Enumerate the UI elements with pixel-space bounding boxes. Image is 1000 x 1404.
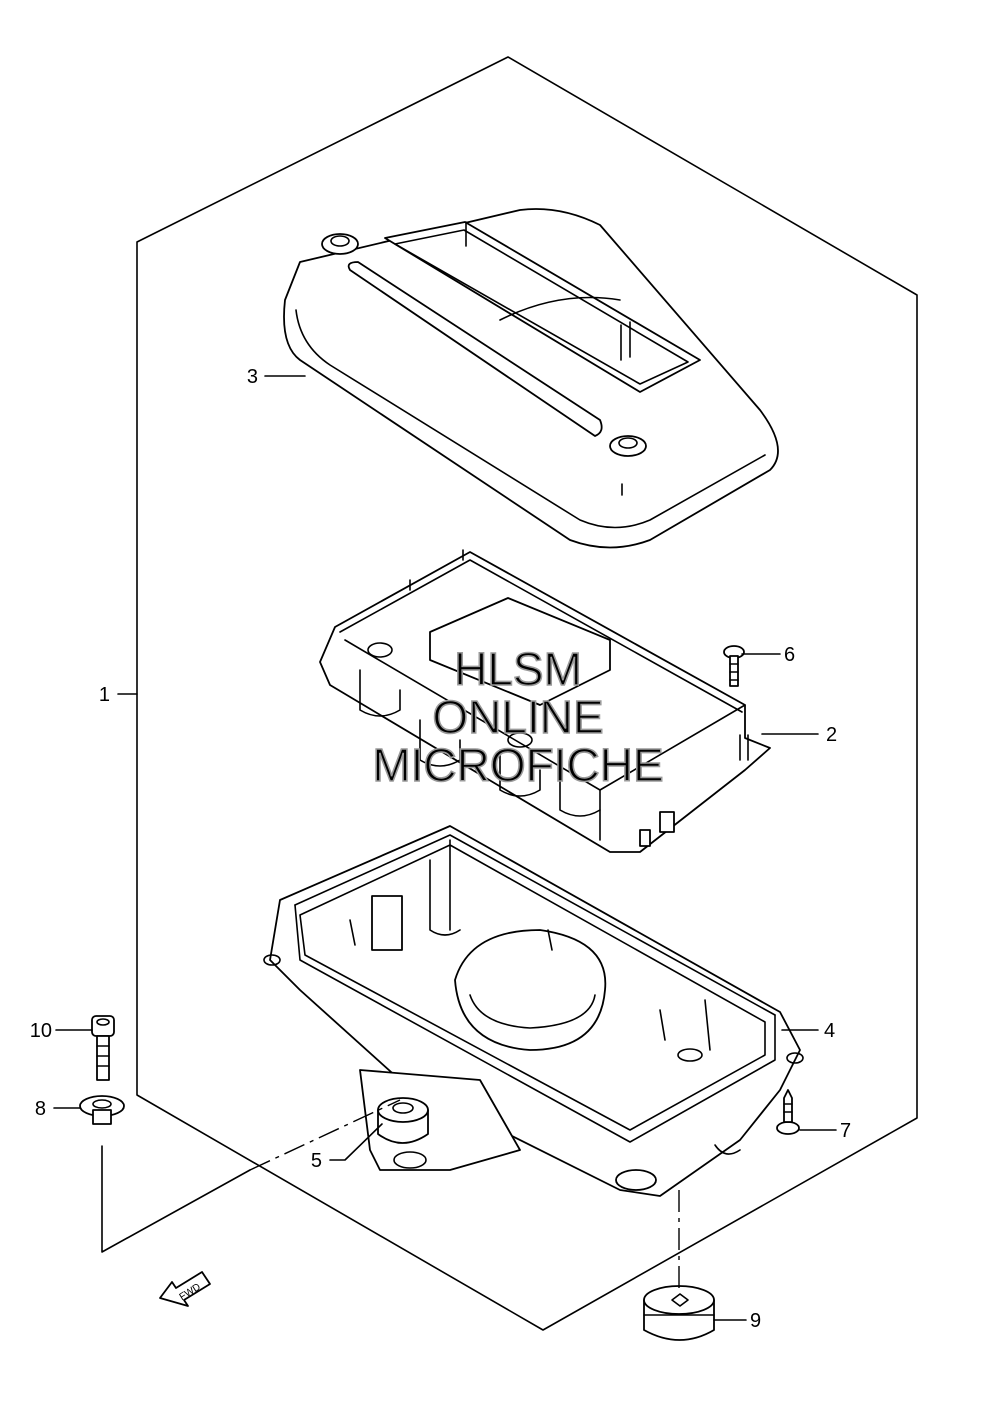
meter-assembly-part-2 [319, 549, 771, 853]
callout-7: 7 [840, 1120, 851, 1142]
watermark-line3: MICROFICHE [372, 739, 663, 791]
cushion-part-9 [643, 1285, 715, 1341]
callout-5: 5 [311, 1150, 322, 1172]
callout-1: 1 [99, 684, 110, 706]
lower-case-part-4 [263, 825, 804, 1197]
fwd-arrow-icon: FWD [159, 1271, 211, 1307]
callout-8: 8 [35, 1098, 46, 1120]
assembly-boundary [136, 56, 918, 1331]
screw-part-6 [723, 645, 745, 687]
bolt-part-10 [91, 1015, 115, 1081]
assembly-line-grommet [249, 1099, 401, 1171]
leader-lines [53, 375, 837, 1321]
assembly-line-bolt [101, 1145, 251, 1253]
watermark-line1: HLSM [454, 643, 582, 695]
watermark-line2: ONLINE [432, 691, 603, 743]
callout-6: 6 [784, 644, 795, 666]
grommet-part-5 [377, 1097, 429, 1144]
meter-cover-part-3 [283, 208, 779, 549]
tapping-screw-part-7 [776, 1089, 800, 1135]
callout-9: 9 [750, 1310, 761, 1332]
collar-part-8 [79, 1095, 125, 1125]
callout-3: 3 [247, 366, 258, 388]
watermark: HLSM ONLINE MICROFICHE [372, 642, 665, 792]
callout-10: 10 [30, 1020, 52, 1042]
callout-4: 4 [824, 1020, 835, 1042]
callout-2: 2 [826, 724, 837, 746]
